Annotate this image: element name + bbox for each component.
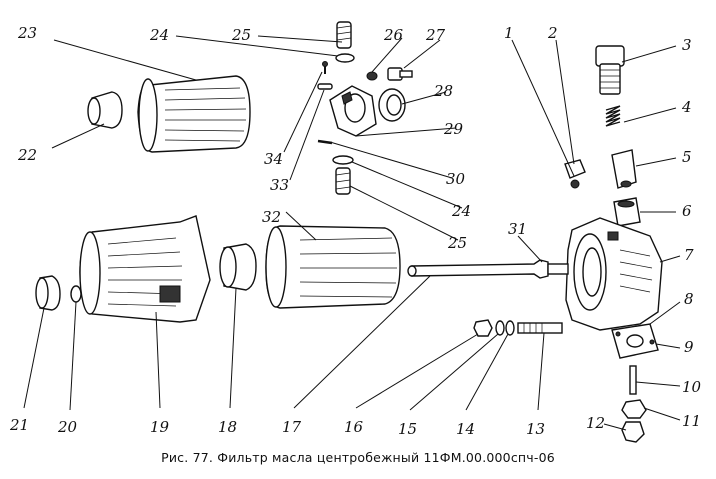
callout-25-top: 25 bbox=[231, 26, 251, 44]
part-3-threaded-plug bbox=[595, 45, 625, 95]
callout-30: 30 bbox=[446, 170, 466, 188]
part-16-nut bbox=[473, 319, 493, 337]
part-25-spring-mid bbox=[335, 167, 351, 195]
callout-numbers: 23 22 24 25 26 27 28 29 30 24 25 34 33 1… bbox=[9, 24, 702, 438]
callout-5: 5 bbox=[682, 148, 692, 166]
callout-16: 16 bbox=[344, 418, 364, 436]
part-11-nut bbox=[621, 399, 647, 419]
callout-19: 19 bbox=[150, 418, 170, 436]
callout-21: 21 bbox=[9, 416, 29, 434]
part-12-cap-nut bbox=[621, 421, 645, 443]
part-20-washer bbox=[70, 285, 82, 303]
part-25-spring-top bbox=[336, 21, 352, 49]
callout-24-mid: 24 bbox=[451, 202, 471, 220]
callout-24-top: 24 bbox=[149, 26, 169, 44]
part-22-cap-nut bbox=[87, 91, 123, 129]
callout-8: 8 bbox=[684, 290, 694, 308]
figure-caption: Рис. 77. Фильтр масла центробежный 11ФМ.… bbox=[161, 450, 555, 465]
callout-13: 13 bbox=[526, 420, 545, 438]
part-14-washer bbox=[505, 320, 515, 336]
part-15-washer bbox=[495, 320, 505, 336]
callout-15: 15 bbox=[398, 420, 417, 438]
callout-17: 17 bbox=[282, 418, 302, 436]
part-18-nut bbox=[219, 243, 257, 291]
callout-22: 22 bbox=[17, 146, 37, 164]
callout-4: 4 bbox=[681, 98, 692, 116]
callout-1: 1 bbox=[504, 24, 514, 42]
part-29-nozzle-housing bbox=[329, 85, 377, 137]
part-13-stud bbox=[517, 322, 563, 334]
callout-29: 29 bbox=[443, 120, 464, 138]
callout-11: 11 bbox=[682, 412, 701, 430]
callout-9: 9 bbox=[684, 338, 694, 356]
part-27-bolt bbox=[387, 67, 413, 81]
part-2-valve-plug bbox=[564, 159, 586, 189]
part-23-rotor-cap bbox=[137, 75, 251, 153]
callout-32: 32 bbox=[262, 208, 281, 226]
callout-27: 27 bbox=[425, 26, 446, 44]
part-9-cover-plate bbox=[611, 323, 659, 359]
part-4-spring bbox=[605, 105, 621, 127]
part-19-rotor-housing bbox=[79, 215, 211, 323]
part-24-washer-top bbox=[335, 53, 355, 63]
callout-18: 18 bbox=[218, 418, 237, 436]
part-34-pin bbox=[322, 61, 328, 74]
part-5-valve bbox=[611, 149, 637, 189]
part-28-ring bbox=[378, 88, 406, 122]
callout-7: 7 bbox=[684, 246, 694, 264]
callout-23: 23 bbox=[17, 24, 37, 42]
callout-34: 34 bbox=[264, 150, 283, 168]
callout-33: 33 bbox=[270, 176, 289, 194]
leader-lines bbox=[23, 35, 681, 431]
callout-14: 14 bbox=[456, 420, 475, 438]
callout-28: 28 bbox=[433, 82, 453, 100]
callout-2: 2 bbox=[547, 24, 558, 42]
part-26-washer bbox=[366, 71, 378, 81]
part-30-pin bbox=[317, 139, 333, 145]
callout-12: 12 bbox=[586, 414, 605, 432]
part-24-washer-mid bbox=[332, 155, 354, 165]
part-6-bushing bbox=[613, 197, 641, 227]
callout-20: 20 bbox=[57, 418, 78, 436]
part-21-cap-nut bbox=[35, 275, 61, 311]
part-33-screw bbox=[317, 83, 333, 90]
part-32-rotor bbox=[265, 225, 401, 309]
callout-3: 3 bbox=[682, 36, 692, 54]
callout-6: 6 bbox=[682, 202, 692, 220]
callout-26: 26 bbox=[383, 26, 404, 44]
callout-31: 31 bbox=[508, 220, 527, 238]
callout-10: 10 bbox=[682, 378, 702, 396]
part-17-axle bbox=[407, 259, 569, 279]
part-7-housing bbox=[565, 217, 663, 331]
part-10-stud bbox=[629, 365, 637, 395]
callout-25-mid: 25 bbox=[447, 234, 467, 252]
